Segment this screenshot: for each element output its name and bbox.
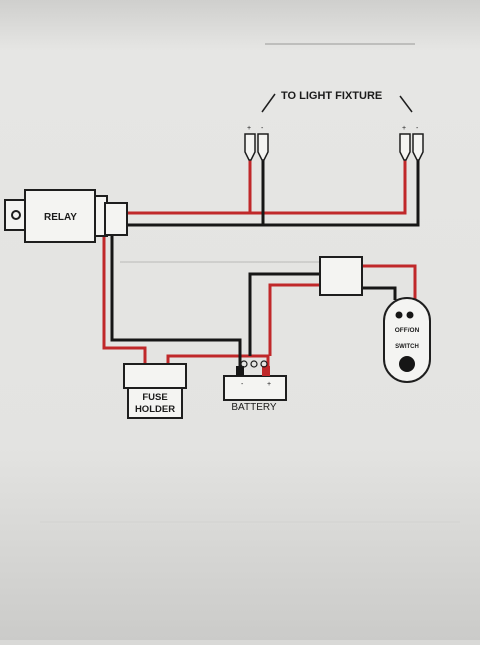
switch-terminal-right-icon [406, 311, 414, 319]
fixture-label: TO LIGHT FIXTURE [281, 90, 382, 102]
left-fixture-connector: + - [244, 125, 269, 161]
fuse-holder-top [123, 363, 187, 389]
battery-body [223, 375, 287, 401]
battery-negative-terminal [236, 366, 244, 376]
switch-terminal-left-icon [395, 311, 403, 319]
left-fixture-plus-sign: + [247, 125, 251, 132]
ground-wires [110, 160, 420, 370]
black-wire-battery-to-switchbox [248, 272, 322, 356]
battery-plus-sign: + [267, 381, 271, 388]
red-wire-switchbox-to-switch [362, 264, 417, 300]
right-fixture-minus-sign: - [416, 125, 419, 132]
switch-button-icon [399, 356, 415, 372]
relay-label: RELAY [44, 212, 77, 223]
left-fixture-minus-sign: - [261, 125, 264, 132]
relay-body [24, 189, 96, 243]
fuse-label-line2: HOLDER [135, 404, 175, 415]
left-fixture-plus-terminal [244, 133, 256, 161]
relay-mounting-tab [4, 199, 28, 231]
right-fixture-connector: + - [399, 125, 424, 161]
left-fixture-minus-terminal [257, 133, 269, 161]
black-wire-switchbox-to-switch [362, 286, 397, 300]
relay: RELAY [4, 189, 128, 243]
fixture-pointer-right [399, 95, 413, 113]
black-wire-relay-to-battery [110, 232, 242, 370]
positive-wires [102, 160, 417, 370]
red-wire-fuse-to-battery [166, 354, 270, 370]
fuse-holder: FUSE HOLDER [123, 363, 187, 419]
red-wire-relay-to-fuse [102, 232, 147, 365]
on-off-switch: OFF/ON SWITCH [383, 297, 431, 383]
fuse-holder-label-box [127, 387, 183, 419]
switch-label: SWITCH [395, 344, 419, 350]
battery-ring-terminal-3-icon [260, 360, 268, 368]
battery-minus-sign: - [241, 381, 244, 388]
relay-mount-hole-icon [11, 210, 21, 220]
black-wire-relay-to-right-fixture [127, 160, 420, 227]
battery-positive-terminal [262, 366, 270, 376]
battery-ring-terminal-2-icon [250, 360, 258, 368]
battery-label: BATTERY [231, 402, 277, 413]
fixture-label-group: TO LIGHT FIXTURE [261, 90, 413, 113]
switch-harness-box [319, 256, 363, 296]
battery: - + BATTERY [223, 360, 287, 413]
right-fixture-plus-terminal [399, 133, 411, 161]
right-fixture-minus-terminal [412, 133, 424, 161]
switch-body [383, 297, 431, 383]
battery-ring-terminal-1-icon [240, 360, 248, 368]
red-wire-battery-to-switchbox [268, 283, 322, 356]
relay-connector [104, 202, 128, 236]
red-wire-relay-to-right-fixture [250, 160, 407, 215]
fixture-pointer-left [261, 93, 276, 113]
switch-onoff-label: OFF/ON [395, 327, 420, 334]
right-fixture-plus-sign: + [402, 125, 406, 132]
fuse-label-line1: FUSE [142, 392, 167, 403]
